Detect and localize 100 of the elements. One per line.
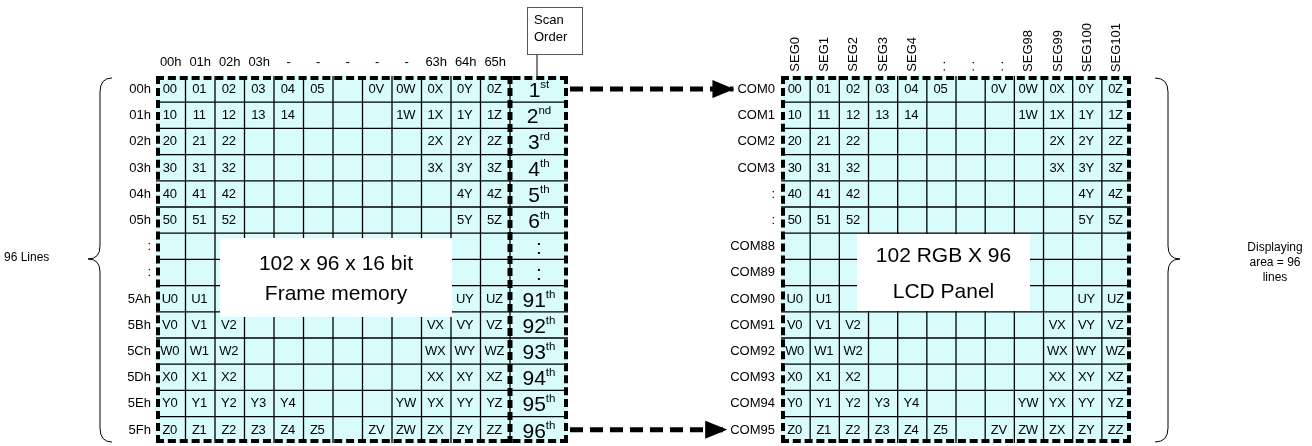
memory-address: 11 [191,106,207,125]
memory-address: V0 [161,315,179,334]
memory-address: 2Z [485,132,503,151]
pixel-address: 3X [1048,158,1066,177]
pixel-address: 3Z [1107,158,1124,177]
com-label: COM3 [737,158,775,177]
frame-memory-grid [156,76,568,443]
pixel-address: XZ [1106,368,1125,387]
pixel-address: 22 [844,132,861,151]
scan-order-number: 5$^{th}$ [527,181,551,207]
column-address: - [285,54,292,69]
pixel-address: 5Z [1107,211,1124,229]
pixel-address: WY [1075,342,1098,360]
pixel-address: UZ [1106,289,1125,308]
pixel-address: Z4 [902,420,920,439]
arrow [570,80,735,99]
pixel-address: 3Y [1077,158,1095,177]
pixel-address: ZX [1048,420,1067,439]
seg-label: . . [932,61,948,72]
memory-address: 41 [191,184,208,203]
column-address: 01h [188,54,213,69]
memory-address: 4Z [485,184,503,203]
pixel-address: VZ [1106,315,1125,334]
column-address: - [374,54,381,69]
pixel-address: 0Y [1077,80,1095,98]
pixel-address: VY [1076,315,1096,334]
column-address: 03h [247,54,272,69]
memory-address: 01 [191,80,208,98]
memory-address: YW [394,394,417,413]
pixel-address: V2 [844,315,862,334]
pixel-address: 52 [844,211,861,229]
scan-order-number: 2$^{nd}$ [525,103,553,129]
pixel-address: ZW [1017,420,1039,439]
pixel-address: W1 [813,342,835,360]
scan-order-number: 96$^{th}$ [521,417,557,443]
memory-address: 21 [191,132,208,151]
com-label: COM0 [737,76,775,103]
row-address: 5Eh [127,394,151,413]
memory-address: 2Y [456,132,474,151]
pixel-address: 1W [1017,106,1039,125]
com-label: COM1 [737,106,775,125]
memory-address: W0 [159,342,181,360]
pixel-address: 5Y [1077,211,1095,229]
pixel-address: V0 [785,315,804,334]
grid-title: 102 x 96 x 16 bit Frame memory [220,238,452,317]
pixel-address: YX [1047,394,1067,413]
pixel-address: VX [1047,315,1067,334]
scan-order-number: 3$^{rd}$ [527,129,551,155]
pixel-address: 31 [815,158,832,177]
memory-address: 52 [220,211,237,229]
pixel-address: 2X [1048,132,1066,151]
pixel-address: 4Z [1107,184,1124,203]
column-address: - [403,54,410,69]
memory-address: X0 [161,368,179,387]
seg-label: SEG100 [1078,22,1094,72]
memory-address: XZ [485,368,504,387]
memory-address: 0Y [456,80,474,98]
column-address: - [315,54,322,69]
scan-order-number: 95$^{th}$ [521,391,557,417]
memory-address: VY [455,315,475,334]
memory-address: 13 [250,106,267,125]
side-label: 96 Lines [4,250,50,264]
memory-address: ZX [426,420,445,439]
row-address: 5Ch [127,342,151,360]
memory-address: VZ [485,315,504,334]
memory-address: Z2 [220,420,238,439]
memory-address: V1 [190,315,208,334]
pixel-address: 01 [815,80,832,98]
row-address: : [147,237,151,256]
pixel-address: 1Y [1077,106,1095,125]
scan-order-number: 93$^{th}$ [521,339,557,365]
row-address: 5Fh [128,420,151,439]
memory-address: 0X [426,80,444,98]
row-address: 03h [129,158,151,177]
memory-address: 0Z [485,80,503,98]
column-address: 00h [158,54,183,69]
memory-address: X1 [190,368,208,387]
column-address: 64h [453,54,478,69]
memory-address: YX [425,394,445,413]
memory-address: YZ [485,394,504,413]
pixel-address: 1X [1048,106,1066,125]
pixel-address: U0 [785,289,804,308]
memory-address: WX [424,342,447,360]
row-address: 5Bh [127,315,151,334]
com-label: COM95 [730,416,775,443]
memory-address: X2 [220,368,238,387]
grid-title: 102 RGB X 96 LCD Panel [857,234,1030,311]
memory-address: 10 [161,106,178,125]
memory-address: 3X [426,158,444,177]
pixel-address: 05 [932,80,949,98]
memory-address: 32 [220,158,237,177]
memory-address: Z0 [161,420,179,439]
pixel-address: 10 [786,106,803,125]
row-address: 02h [129,132,151,151]
pixel-address: W2 [842,342,864,360]
scan-order-number: 94$^{th}$ [521,365,557,391]
pixel-address: 0Z [1107,80,1124,98]
pixel-address: U1 [814,289,833,308]
pixel-address: 0X [1048,80,1066,98]
pixel-address: 32 [844,158,861,177]
